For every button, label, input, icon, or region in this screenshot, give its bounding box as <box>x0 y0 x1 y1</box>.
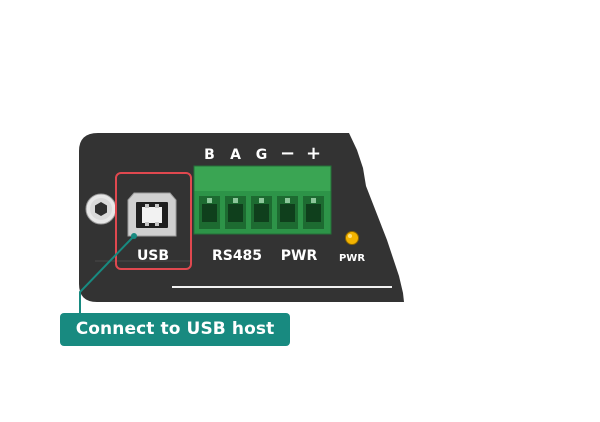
usb-host-callout: Connect to USB host <box>60 313 290 346</box>
power-led-icon <box>345 231 359 245</box>
terminal-sockets <box>199 196 324 229</box>
terminal-label: A <box>230 147 241 163</box>
terminal-socket[interactable] <box>277 196 298 229</box>
terminal-socket[interactable] <box>303 196 324 229</box>
terminal-label: G <box>256 147 268 163</box>
rs485-label: RS485 <box>212 248 262 264</box>
terminal-label: − <box>280 143 295 164</box>
usb-highlight-box <box>115 172 192 270</box>
terminal-label: + <box>306 143 321 164</box>
usb-b-port-icon[interactable] <box>127 192 177 237</box>
terminal-socket[interactable] <box>225 196 246 229</box>
hex-screw-icon <box>85 193 117 225</box>
terminal-socket[interactable] <box>251 196 272 229</box>
usb-label: USB <box>137 248 169 264</box>
terminal-label: B <box>204 147 215 163</box>
callout-leader <box>79 233 137 313</box>
pwr-led-label: PWR <box>339 253 365 264</box>
pwr-label: PWR <box>281 248 318 264</box>
terminal-socket[interactable] <box>199 196 220 229</box>
